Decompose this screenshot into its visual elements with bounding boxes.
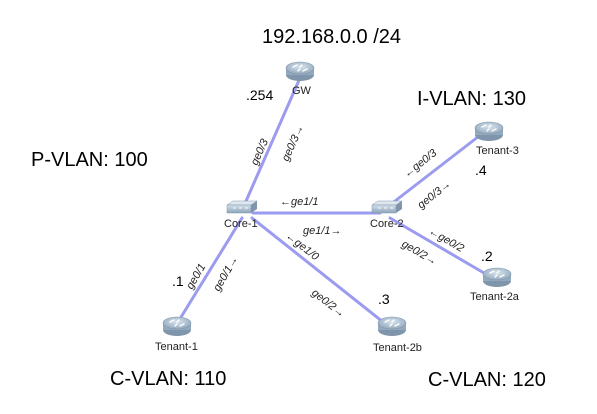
switch-icon[interactable] <box>226 200 258 214</box>
tenant2a-address: .2 <box>481 248 493 264</box>
port-label: ge0/3→ <box>415 178 453 211</box>
tenant1-address: .1 <box>172 273 184 289</box>
p-vlan-label: P-VLAN: 100 <box>31 149 148 171</box>
router-icon[interactable] <box>162 316 192 337</box>
port-label: ge0/3→ <box>280 123 307 163</box>
network-address: 192.168.0.0 /24 <box>262 26 401 48</box>
gw-label: GW <box>292 85 312 97</box>
port-label: ←ge0/3 <box>401 147 439 181</box>
port-label: ge0/2→ <box>309 287 347 320</box>
link-core1-tenant2b <box>250 216 385 324</box>
tenant3-label: Tenant-3 <box>476 145 519 157</box>
router-icon[interactable] <box>377 316 407 337</box>
link-core2-tenant2a <box>388 216 486 275</box>
c-vlan-120-label: C-VLAN: 120 <box>428 369 546 391</box>
link-core1-tenant1 <box>176 216 244 324</box>
port-label: ge1/1→ <box>303 225 342 237</box>
router-icon[interactable] <box>285 61 315 82</box>
router-icon[interactable] <box>474 121 504 142</box>
tenant2b-address: .3 <box>378 291 390 307</box>
port-label: ←ge1/1 <box>280 196 319 208</box>
switch-icon[interactable] <box>371 200 403 214</box>
tenant3-address: .4 <box>475 162 487 178</box>
c-vlan-110-label: C-VLAN: 110 <box>110 368 226 390</box>
tenant2b-label: Tenant-2b <box>373 342 422 354</box>
router-icon[interactable] <box>482 267 512 288</box>
core1-label: Core-1 <box>224 218 258 230</box>
gw-address: .254 <box>246 87 273 103</box>
tenant1-label: Tenant-1 <box>155 341 198 353</box>
core2-label: Core-2 <box>370 218 404 230</box>
tenant2a-label: Tenant-2a <box>470 291 520 303</box>
i-vlan-label: I-VLAN: 130 <box>417 88 526 110</box>
link-gw-core1 <box>241 76 302 210</box>
link-core2-tenant3 <box>384 131 485 210</box>
